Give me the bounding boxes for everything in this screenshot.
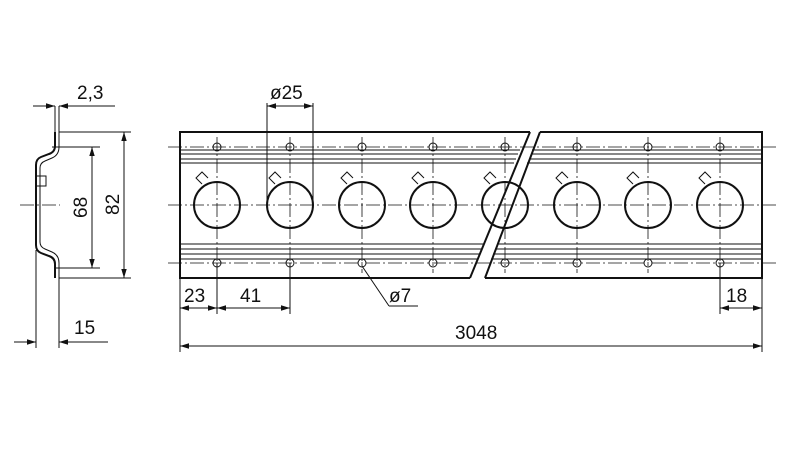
profile-inner bbox=[39, 132, 60, 278]
keyhole-notch bbox=[411, 171, 425, 185]
keyhole-notch bbox=[555, 171, 569, 185]
dim-label-inner-height: 68 bbox=[71, 197, 92, 218]
keyhole-notch bbox=[340, 171, 354, 185]
dim-label-thickness: 2,3 bbox=[77, 83, 103, 104]
large-keyhole bbox=[193, 181, 241, 229]
dim-label-large-hole: ø25 bbox=[270, 83, 303, 104]
keyhole-notch bbox=[626, 171, 640, 185]
dim-label-end-offset: 18 bbox=[726, 286, 747, 307]
profile-notch bbox=[36, 175, 47, 187]
leader-small-hole bbox=[361, 265, 390, 307]
large-keyhole bbox=[553, 181, 601, 229]
large-keyhole bbox=[338, 181, 386, 229]
keyhole-notch bbox=[195, 171, 209, 185]
dim-label-small-hole: ø7 bbox=[389, 286, 411, 307]
profile-outer bbox=[35, 132, 56, 278]
large-keyhole bbox=[696, 181, 744, 229]
front-view: ø25 ø7 23 41 18 3048 bbox=[168, 83, 776, 352]
dim-label-total-length: 3048 bbox=[455, 323, 497, 344]
side-profile-view: 2,3 68 82 15 bbox=[14, 83, 131, 348]
keyhole-notch bbox=[698, 171, 712, 185]
dim-label-edge-offset: 23 bbox=[184, 286, 205, 307]
keyhole-notch bbox=[483, 171, 497, 185]
large-keyhole bbox=[266, 181, 314, 229]
dim-label-outer-height: 82 bbox=[103, 194, 124, 215]
holes-group bbox=[193, 137, 744, 273]
large-keyhole bbox=[481, 181, 529, 229]
keyhole-notch bbox=[268, 171, 282, 185]
large-keyhole bbox=[409, 181, 457, 229]
dim-label-pitch: 41 bbox=[240, 286, 261, 307]
large-keyhole bbox=[624, 181, 672, 229]
dim-label-depth: 15 bbox=[74, 318, 95, 339]
